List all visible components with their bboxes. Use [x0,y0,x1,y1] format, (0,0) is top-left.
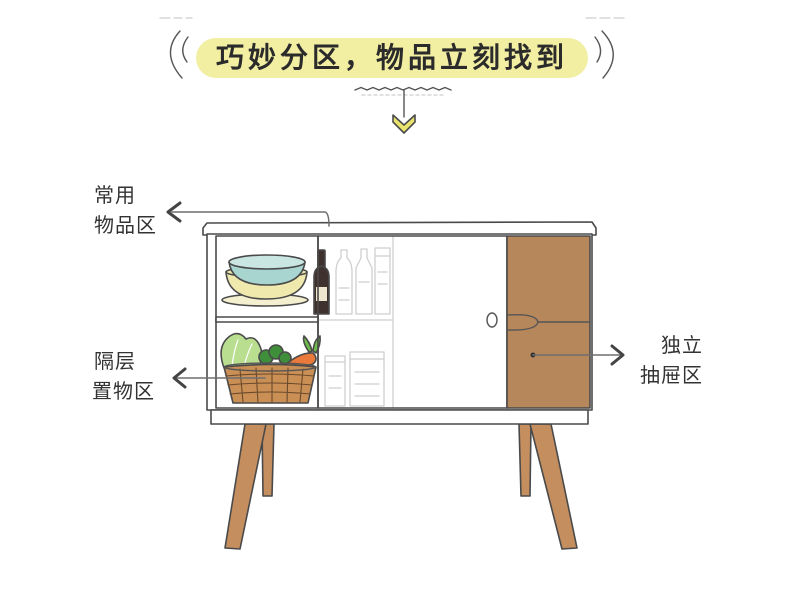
middle-shelf [215,316,319,323]
label-drawer-line2: 抽屉区 [640,363,703,387]
faint-jar [324,355,346,407]
sideboard-cabinet [202,221,597,550]
hanging-pointer [354,86,452,134]
chevron-left-icon [172,367,187,389]
basket-weave [225,367,315,404]
basket-rim [223,362,317,372]
lettuce [220,332,263,370]
callout-line-common-items [171,211,330,227]
label-common-items-line2: 物品区 [94,213,157,237]
faint-jar [374,247,391,315]
cabinet-top [202,221,597,236]
cabinet-base [210,409,589,425]
left-bracket-decoration [169,30,189,79]
page-title: 巧妙分区，物品立刻找到 [216,41,568,74]
faint-bottle [355,248,373,315]
cabinet-leg-front-right [529,423,578,550]
callout-common-items: 常用 物品区 [94,183,330,237]
title-area: 巧妙分区，物品立刻找到 [159,17,625,79]
items-behind-door [317,235,394,409]
callout-shelf-storage: 隔层 置物区 [92,349,266,403]
chevron-left-icon [166,201,182,223]
label-shelf-storage-line1: 隔层 [94,349,136,373]
right-bracket-decoration [594,30,614,79]
chevron-right-icon [610,344,625,366]
bottle-label [316,287,327,301]
callout-drawer: 独立 抽屉区 [532,333,703,387]
carrot-leaf [302,335,313,353]
teal-bowl-rim [228,254,306,270]
zigzag-hanger [354,86,452,91]
label-common-items-line1: 常用 [94,183,136,207]
broccoli [258,344,292,365]
cabinet-leg-front-left [224,423,267,550]
door-panel-edge [317,235,394,409]
faint-jar [349,351,385,407]
label-shelf-storage-line2: 置物区 [92,379,155,403]
label-drawer-line1: 独立 [661,333,703,357]
chevron-down-icon [392,114,416,134]
cabinet-leg-back-right [518,423,532,497]
faint-bottle [335,249,353,315]
door-handle [486,312,498,328]
title-banner [196,38,588,78]
stacked-bowls [221,254,309,307]
vegetable-basket [220,332,321,404]
